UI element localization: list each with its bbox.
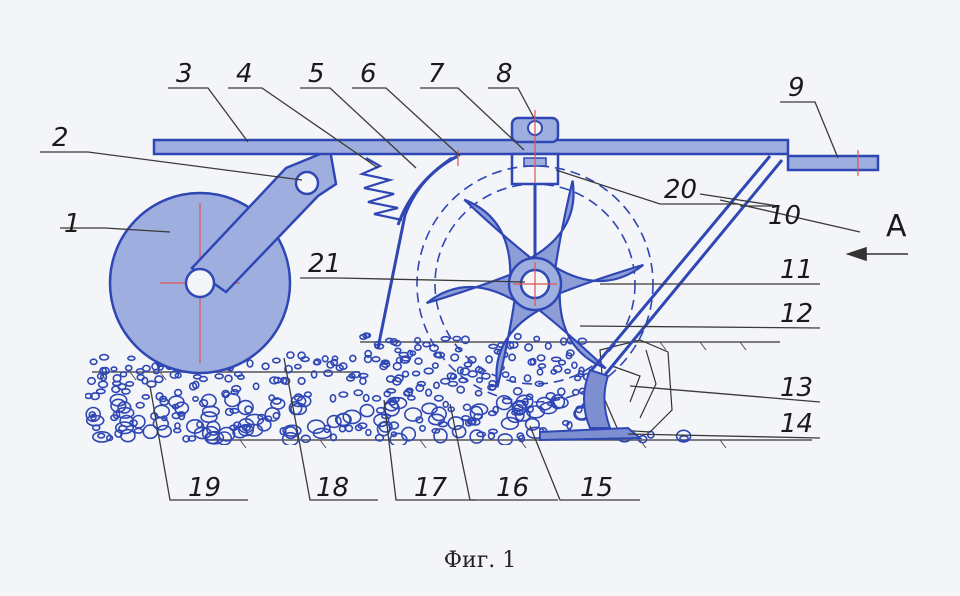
rotor-hood (376, 150, 459, 349)
callout-4: 4 (236, 59, 253, 89)
figure-caption: Фиг. 1 (443, 548, 517, 573)
frame-beam (152, 138, 790, 156)
callout-12: 12 (780, 299, 813, 329)
wheel-arm (184, 148, 338, 299)
callout-7: 7 (428, 59, 445, 89)
view-letter: A (886, 209, 907, 244)
callout-17: 17 (414, 473, 448, 503)
hitch-bracket (786, 150, 880, 176)
soil-block (599, 339, 673, 433)
callout-21: 21 (308, 249, 341, 279)
ploughshare (539, 368, 643, 442)
callout-13: 13 (780, 373, 813, 403)
spring (358, 157, 403, 222)
callouts: 1 2 3 4 5 6 7 8 9 10 11 12 13 14 15 16 1… (52, 59, 813, 503)
callout-19: 19 (188, 473, 221, 503)
callout-9: 9 (788, 73, 805, 103)
callout-16: 16 (496, 473, 529, 503)
callout-11: 11 (780, 255, 813, 285)
callout-8: 8 (496, 59, 513, 89)
callout-15: 15 (580, 473, 613, 503)
callout-20: 20 (664, 175, 697, 205)
drive-strut (588, 155, 784, 377)
callout-10: 10 (768, 201, 801, 231)
callout-14: 14 (780, 409, 813, 439)
view-arrow (845, 246, 908, 262)
callout-2: 2 (52, 123, 69, 153)
callout-6: 6 (360, 59, 377, 89)
callout-18: 18 (316, 473, 349, 503)
callout-5: 5 (308, 59, 325, 89)
callout-1: 1 (64, 209, 81, 239)
rotor-star (426, 180, 644, 388)
leader-lines (40, 87, 861, 501)
callout-3: 3 (176, 59, 193, 89)
